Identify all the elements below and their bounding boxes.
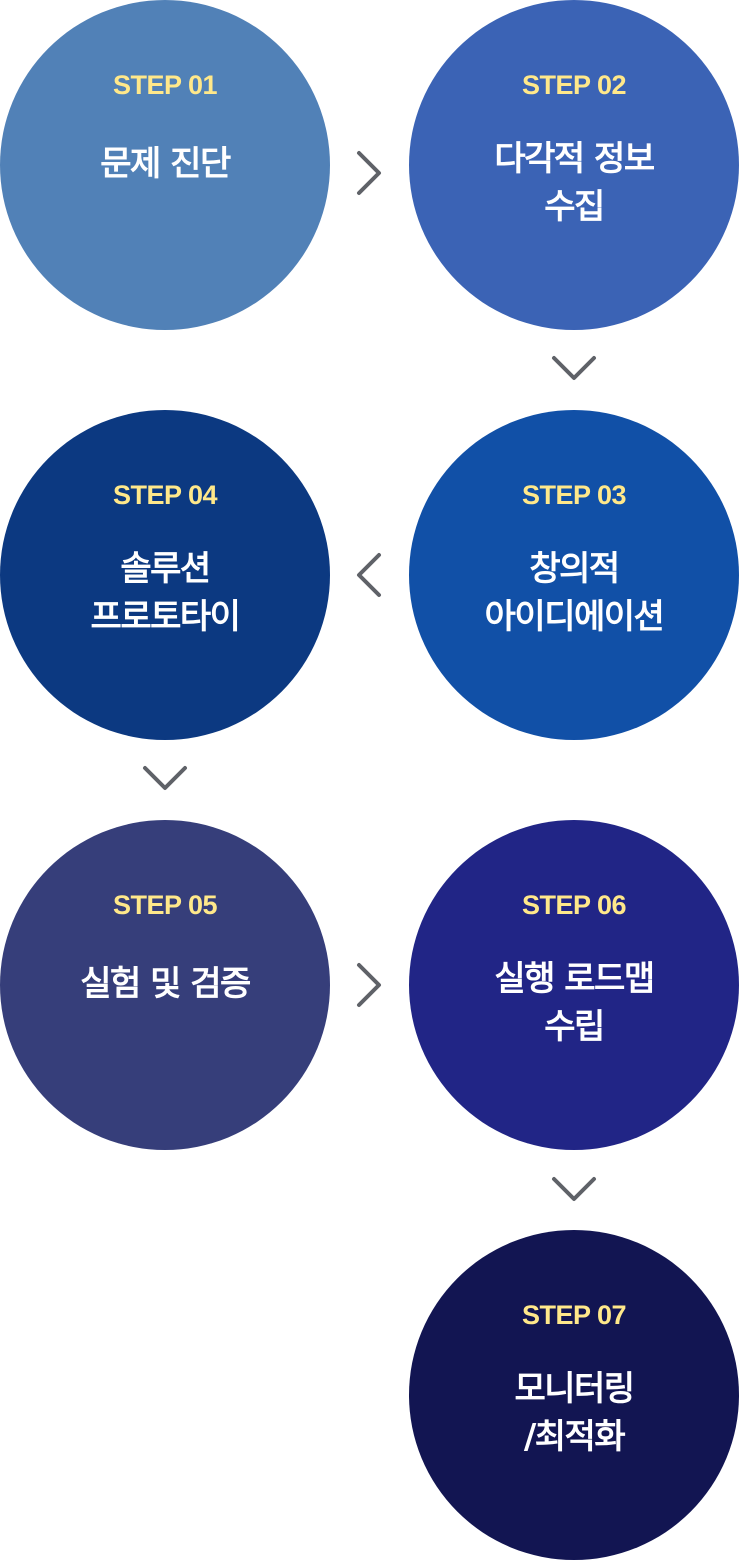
step-02-label: STEP 02 [521,70,627,100]
step-05-label: STEP 05 [112,890,218,920]
chevron-right-icon [354,148,384,198]
step-07-label: STEP 07 [521,1300,627,1330]
step-04-title: 솔루션 프로토타이 [90,549,241,637]
step-03-circle: STEP 03 창의적 아이디에이션 [409,410,739,740]
chevron-down-icon [549,353,599,383]
step-01-title: 문제 진단 [100,144,231,184]
chevron-right-icon [354,960,384,1010]
step-05-circle: STEP 05 실험 및 검증 [0,820,330,1150]
step-04-circle: STEP 04 솔루션 프로토타이 [0,410,330,740]
step-06-label: STEP 06 [521,890,627,920]
step-02-circle: STEP 02 다각적 정보 수집 [409,0,739,330]
chevron-left-icon [354,550,384,600]
step-03-title: 창의적 아이디에이션 [484,549,665,637]
step-07-title: 모니터링 /최적화 [514,1369,635,1457]
step-06-title: 실행 로드맵 수립 [494,959,655,1047]
step-02-title: 다각적 정보 수집 [494,139,655,227]
chevron-down-icon [549,1174,599,1204]
step-05-title: 실험 및 검증 [80,964,251,1004]
step-01-circle: STEP 01 문제 진단 [0,0,330,330]
step-03-label: STEP 03 [521,480,627,510]
step-07-circle: STEP 07 모니터링 /최적화 [409,1230,739,1560]
step-04-label: STEP 04 [112,480,218,510]
step-06-circle: STEP 06 실행 로드맵 수립 [409,820,739,1150]
chevron-down-icon [140,763,190,793]
step-01-label: STEP 01 [112,70,218,100]
